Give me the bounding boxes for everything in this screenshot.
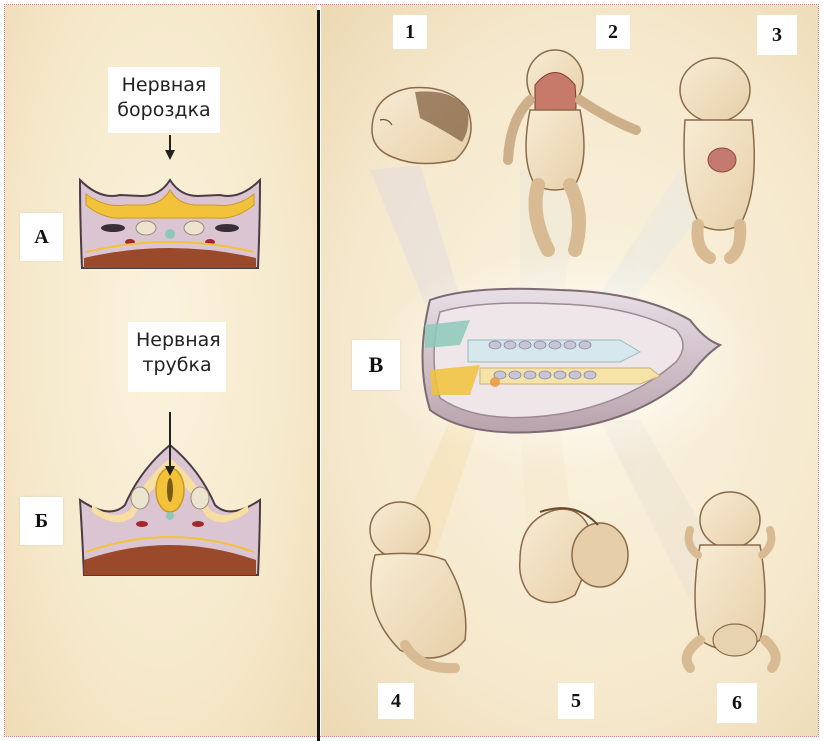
number-5: 5 xyxy=(558,683,594,719)
callout-tube-line-2: трубка xyxy=(136,353,218,378)
infant-3-back xyxy=(680,58,754,258)
groove-arrowhead xyxy=(165,150,175,160)
callout-neural-tube: Нервная трубка xyxy=(128,322,226,392)
callout-groove-line-2: бороздка xyxy=(116,98,212,123)
label-a: А xyxy=(20,213,63,261)
number-4: 4 xyxy=(378,683,414,719)
number-2: 2 xyxy=(596,15,630,49)
label-v: В xyxy=(352,340,400,390)
number-3: 3 xyxy=(757,15,797,55)
infant-1-head xyxy=(372,87,471,163)
callout-neural-groove: Нервная бороздка xyxy=(108,67,220,133)
cross-section-groove xyxy=(80,180,260,268)
label-b: Б xyxy=(20,497,63,545)
number-1: 1 xyxy=(393,15,427,49)
infant-5-head xyxy=(520,508,628,602)
callout-groove-line-1: Нервная xyxy=(116,73,212,98)
infant-6-back xyxy=(687,492,776,668)
infant-4-side xyxy=(370,502,466,668)
number-6: 6 xyxy=(717,683,757,723)
callout-tube-line-1: Нервная xyxy=(136,328,218,353)
